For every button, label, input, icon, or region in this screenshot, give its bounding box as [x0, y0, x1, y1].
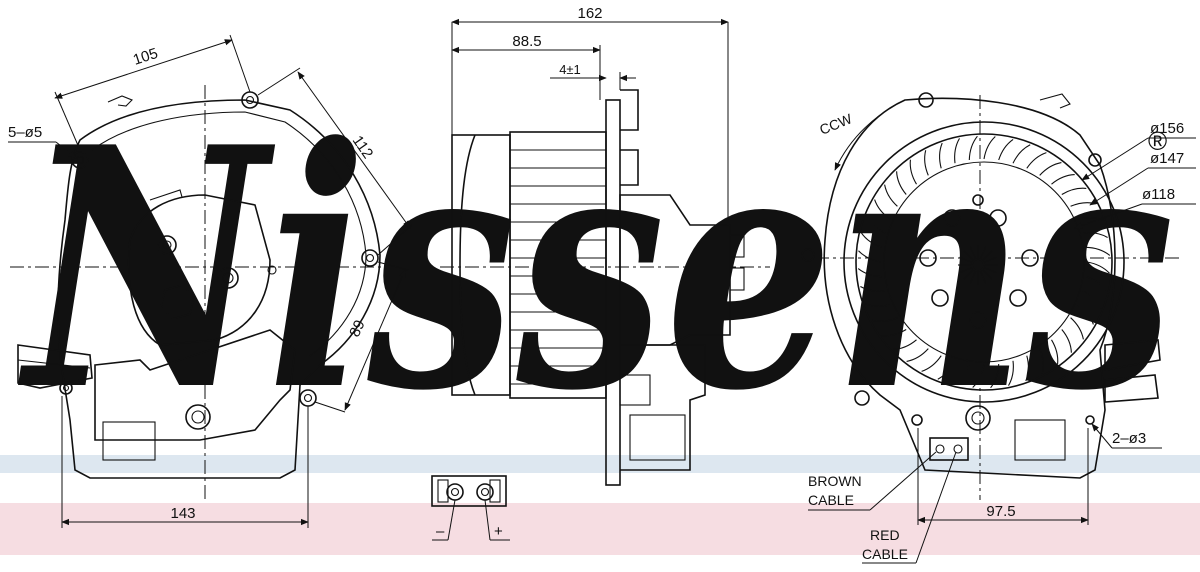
- impeller-blade: [884, 184, 898, 207]
- watermark-band-blue: [0, 455, 1200, 473]
- minus-terminal-label: –: [436, 523, 445, 540]
- impeller-blade: [1061, 187, 1087, 195]
- hub-holes: [919, 194, 1039, 329]
- hub-spoke: [969, 271, 976, 284]
- dia-mid-label: ø147: [1150, 150, 1184, 167]
- impeller-blade: [1086, 261, 1110, 274]
- hub-spoke: [982, 250, 993, 261]
- impeller-blade: [1085, 246, 1111, 256]
- impeller-blade: [921, 355, 942, 372]
- hub-spoke: [963, 269, 974, 280]
- hub-spoke: [963, 250, 974, 261]
- impeller-blade: [1085, 276, 1108, 292]
- impeller-blade: [896, 171, 907, 195]
- hub-spoke: [984, 256, 997, 263]
- impeller-blade: [893, 339, 917, 350]
- hub-spoke: [980, 246, 987, 259]
- impeller-blade: [1025, 355, 1029, 382]
- impeller-blade: [1026, 152, 1047, 169]
- dia-inner-label: ø118: [1142, 186, 1175, 203]
- impeller-blade: [998, 138, 1014, 161]
- plus-terminal-label: +: [494, 523, 503, 540]
- impeller-blade: [983, 136, 996, 160]
- impeller-blade: [1051, 339, 1059, 365]
- dim-bottom-rear-label: 97.5: [986, 503, 1015, 520]
- impeller-blade: [1051, 174, 1075, 185]
- impeller-blades: [857, 135, 1111, 389]
- impeller-blade: [990, 363, 1000, 389]
- impeller-blade: [866, 215, 886, 234]
- impeller-blade: [1039, 348, 1044, 374]
- brown-cable-label-2: CABLE: [808, 492, 854, 508]
- dim-body-label: 88.5: [512, 33, 541, 50]
- hub-spoke: [959, 256, 972, 263]
- rear-view: CCW ø156 ø147 ø118 2–ø3 97.5 BROWN CABLE…: [790, 92, 1196, 564]
- impeller-blade: [1077, 304, 1094, 325]
- impeller-blade: [954, 138, 960, 164]
- impeller-blade: [881, 329, 907, 337]
- side-view: 162 88.5 4±1: [440, 5, 770, 486]
- impeller-blade: [1077, 217, 1104, 221]
- impeller-blade: [872, 317, 898, 322]
- dim-total-label: 162: [577, 5, 602, 22]
- red-cable-label-2: CABLE: [862, 546, 908, 562]
- hub-spoke: [984, 267, 997, 274]
- impeller-blade: [909, 159, 917, 185]
- impeller-blade: [1039, 162, 1062, 176]
- impeller-blade: [874, 199, 891, 220]
- registered-mark: ®: [1148, 126, 1167, 156]
- impeller-blade: [906, 348, 929, 362]
- impeller-blade: [968, 135, 978, 161]
- impeller-blade: [860, 286, 886, 292]
- impeller-blade: [1082, 232, 1108, 238]
- dim-flange-label: 4±1: [559, 62, 581, 77]
- impeller-blade: [1070, 317, 1084, 340]
- dim-top-label: 105: [131, 45, 160, 69]
- hub-spoke: [969, 246, 976, 259]
- brown-cable-label-1: BROWN: [808, 473, 862, 489]
- dim-bottom-label: 143: [170, 505, 195, 522]
- impeller-blade: [937, 360, 956, 380]
- impeller-blade: [954, 363, 970, 386]
- watermark-band-pink: [0, 503, 1200, 555]
- hub-spoke: [982, 269, 993, 280]
- brand-watermark: Nissens: [17, 75, 1175, 463]
- impeller-blade: [972, 364, 985, 388]
- center-hub: [958, 245, 998, 285]
- impeller-blade: [939, 142, 943, 169]
- impeller-blade: [860, 232, 883, 248]
- impeller-blade: [858, 250, 882, 263]
- impeller-blade: [1008, 360, 1014, 386]
- red-cable-label-1: RED: [870, 527, 900, 543]
- front-view: 105 112 89 143 5–ø5: [8, 34, 420, 528]
- connector-detail: – +: [431, 475, 510, 541]
- impeller-blade: [857, 268, 883, 278]
- hub-spoke: [959, 267, 972, 274]
- dim-right-lower-label: 89: [346, 317, 368, 339]
- fan-fins: [510, 149, 606, 385]
- holes-label-rear: 2–ø3: [1112, 430, 1146, 447]
- impeller-blade: [1012, 144, 1031, 164]
- holes-label-front: 5–ø5: [8, 124, 42, 141]
- dia-outer-label: ø156: [1150, 120, 1184, 137]
- hub-spoke: [980, 271, 987, 284]
- impeller-blade: [1061, 329, 1072, 353]
- impeller-blade: [1082, 290, 1102, 309]
- impeller-blade: [864, 303, 891, 307]
- impeller-blade: [924, 150, 929, 176]
